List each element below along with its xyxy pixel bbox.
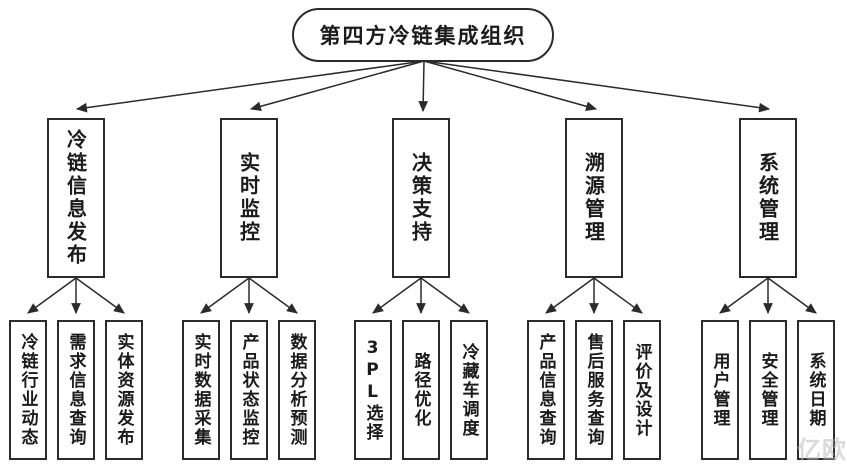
child-box-realtime-data-collection: 实时数据采集: [182, 320, 220, 460]
child-box-product-info-query: 产品信息查询: [527, 320, 565, 460]
arrow-connector: [248, 277, 298, 314]
branch-box-decision-support: 决策支持: [392, 118, 450, 278]
arrow-connector: [767, 277, 817, 314]
arrow-connector: [372, 277, 422, 314]
child-box-3pl-selection: 3PL选择: [354, 320, 392, 460]
child-box-entity-resource-release: 实体资源发布: [105, 320, 143, 460]
child-box-after-sales-query: 售后服务查询: [575, 320, 613, 460]
child-box-reefer-truck-dispatch: 冷藏车调度: [450, 320, 488, 460]
arrow-connector: [27, 277, 77, 314]
branch-box-system-management: 系统管理: [739, 118, 797, 278]
child-box-evaluation-and-design: 评价及设计: [623, 320, 661, 460]
child-box-user-management: 用户管理: [701, 320, 739, 460]
branch-box-cold-chain-info-release: 冷链信息发布: [47, 118, 105, 278]
arrow-connector: [423, 60, 771, 113]
root-node: 第四方冷链集成组织: [292, 8, 554, 62]
child-box-data-analysis-forecast: 数据分析预测: [278, 320, 316, 460]
child-box-industry-trends: 冷链行业动态: [9, 320, 47, 460]
arrow-connector: [719, 277, 769, 314]
arrow-connector: [249, 60, 425, 112]
arrow-connector: [75, 277, 125, 314]
arrow-connector: [418, 60, 429, 113]
branch-fan-4: [545, 277, 643, 315]
arrow-connector: [200, 277, 250, 314]
child-box-system-date: 系统日期: [797, 320, 835, 460]
arrow-connector: [423, 60, 598, 112]
child-box-route-optimization: 路径优化: [402, 320, 440, 460]
child-box-product-status-monitoring: 产品状态监控: [230, 320, 268, 460]
branch-fan-5: [719, 277, 817, 315]
branch-fan-1: [27, 277, 125, 315]
child-box-demand-info-query: 需求信息查询: [57, 320, 95, 460]
branch-fan-3: [372, 277, 470, 315]
arrow-connector: [593, 277, 643, 314]
branch-box-traceability-management: 溯源管理: [565, 118, 623, 278]
arrow-connector: [420, 277, 470, 314]
branch-box-realtime-monitoring: 实时监控: [220, 118, 278, 278]
root-fan: [75, 60, 771, 113]
arrow-connector: [545, 277, 595, 314]
branch-fan-2: [200, 277, 298, 315]
arrow-connector: [75, 60, 425, 113]
child-box-security-management: 安全管理: [749, 320, 787, 460]
